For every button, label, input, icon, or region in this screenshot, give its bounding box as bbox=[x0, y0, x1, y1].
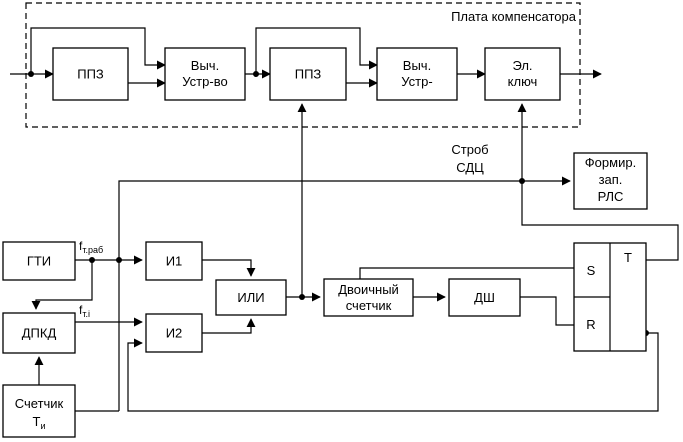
block-ppz-1: ППЗ bbox=[52, 47, 129, 101]
block-rls-former-line-3: РЛС bbox=[598, 189, 624, 204]
block-gti-label: ГТИ bbox=[27, 254, 51, 269]
block-counter-ti: Счетчик Ти bbox=[2, 384, 76, 438]
junction-dot-input bbox=[28, 71, 34, 77]
junction-dot-or-output bbox=[299, 294, 305, 300]
block-or: ИЛИ bbox=[215, 279, 287, 316]
block-and-1: И1 bbox=[145, 241, 203, 281]
block-electronic-key-line-1: Эл. bbox=[512, 58, 532, 73]
junction-dot-f-work bbox=[89, 257, 95, 263]
strobe-label-line-2: СДЦ bbox=[456, 160, 484, 175]
wire-counter-to-trigger-s bbox=[359, 267, 574, 279]
block-binary-counter-line-2: счетчик bbox=[346, 298, 392, 313]
trigger-t-output-label: T bbox=[624, 250, 632, 265]
block-rls-former: Формир. зап. РЛС bbox=[573, 152, 648, 210]
block-binary-counter-line-1: Двоичный bbox=[338, 282, 399, 297]
trigger-r-input-label: R bbox=[586, 317, 595, 332]
block-counter-ti-line-1: Счетчик bbox=[15, 396, 64, 411]
block-trigger: S R T bbox=[573, 242, 647, 352]
block-and-2: И2 bbox=[145, 313, 203, 353]
block-electronic-key-line-2: ключ bbox=[508, 74, 538, 89]
compensator-board-title: Плата компенсатора bbox=[451, 9, 577, 24]
wire-f-work-to-dpkd bbox=[31, 260, 93, 310]
block-rls-former-line-2: зап. bbox=[599, 172, 623, 187]
strobe-label-line-1: Строб bbox=[451, 142, 488, 157]
junction-dot-and-1-feed bbox=[116, 257, 122, 263]
f-work-label-main: f bbox=[79, 239, 83, 253]
f-i-label-sub: т.i bbox=[82, 309, 90, 319]
junction-dots bbox=[28, 71, 649, 336]
wire-input-bypass-to-compute-1 bbox=[30, 27, 166, 74]
junction-dot-bypass bbox=[253, 71, 259, 77]
block-rls-former-line-1: Формир. bbox=[585, 155, 636, 170]
f-work-label: fт.раб bbox=[79, 239, 103, 255]
f-work-label-sub: т.раб bbox=[82, 245, 103, 255]
block-binary-counter: Двоичный счетчик bbox=[323, 278, 414, 317]
wire-trigger-to-key bbox=[517, 103, 679, 261]
block-dpkd-label: ДПКД bbox=[22, 326, 57, 341]
block-compute-device-2: Выч. Устр- bbox=[376, 47, 458, 101]
wire-decoder-to-trigger-r bbox=[520, 296, 574, 326]
block-and-2-label: И2 bbox=[166, 326, 183, 341]
block-counter-ti-symbol-main: Т bbox=[33, 414, 41, 429]
wire-trigger-feedback-to-and-2 bbox=[127, 332, 659, 412]
block-dpkd: ДПКД bbox=[2, 312, 76, 354]
f-i-label-main: f bbox=[79, 303, 83, 317]
block-compute-device-2-line-1: Выч. bbox=[403, 58, 431, 73]
block-or-label: ИЛИ bbox=[237, 290, 264, 305]
block-and-1-label: И1 bbox=[166, 254, 183, 269]
wire-and-2-to-or bbox=[202, 318, 256, 334]
block-ppz-2: ППЗ bbox=[269, 47, 347, 101]
trigger-s-input-label: S bbox=[587, 263, 596, 278]
signal-lines bbox=[10, 27, 679, 412]
wire-strobe-to-rls-former bbox=[118, 176, 571, 411]
wire-and-1-to-or bbox=[202, 259, 256, 277]
block-compute-device-1-line-1: Выч. bbox=[191, 58, 219, 73]
block-compute-device-1: Выч. Устр-во bbox=[164, 47, 246, 101]
block-counter-ti-symbol-sub: и bbox=[40, 421, 45, 431]
block-electronic-key: Эл. ключ bbox=[484, 47, 561, 101]
block-compute-device-1-line-2: Устр-во bbox=[182, 74, 227, 89]
wire-bypass-to-compute-2 bbox=[255, 27, 378, 74]
block-ppz-2-label: ППЗ bbox=[295, 67, 322, 82]
block-decoder-label: ДШ bbox=[474, 290, 495, 305]
block-decoder: ДШ bbox=[448, 278, 521, 317]
f-i-label: fт.i bbox=[79, 303, 90, 319]
block-gti: ГТИ bbox=[2, 241, 76, 281]
block-compute-device-2-line-2: Устр- bbox=[401, 74, 432, 89]
block-ppz-1-label: ППЗ bbox=[77, 67, 104, 82]
compensator-board-frame bbox=[25, 2, 581, 128]
block-counter-ti-symbol: Ти bbox=[33, 414, 46, 431]
junction-dot-strobe bbox=[519, 178, 525, 184]
